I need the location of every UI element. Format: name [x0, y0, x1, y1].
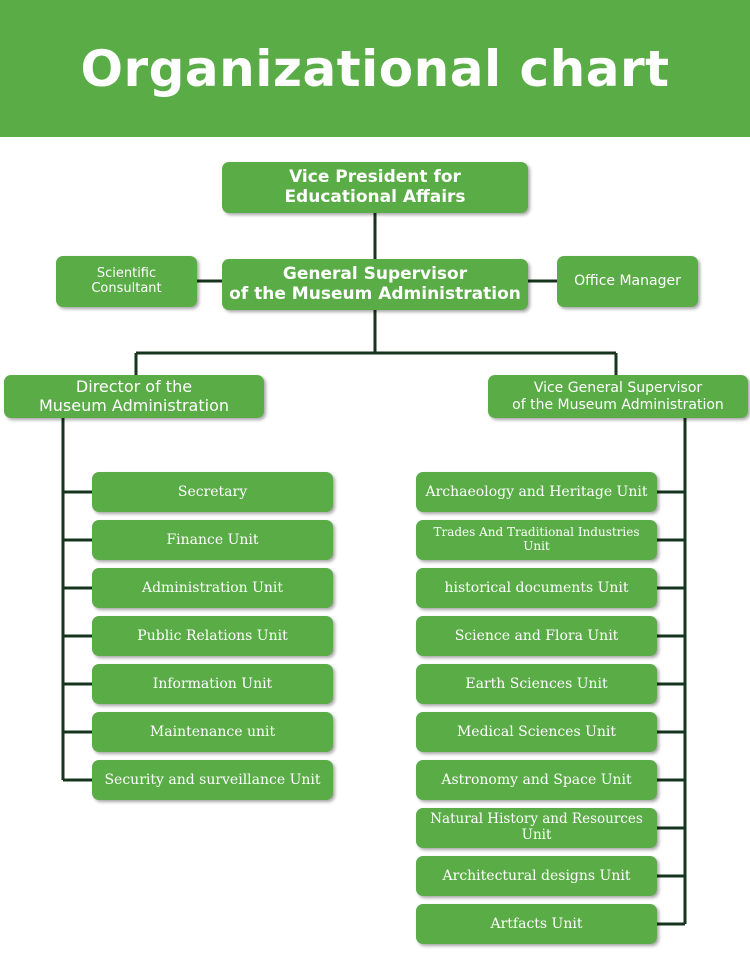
vice-unit-0: Archaeology and Heritage Unit	[416, 472, 657, 512]
header-banner: Organizational chart	[0, 0, 750, 137]
vice-unit-9: Artfacts Unit	[416, 904, 657, 944]
vice-unit-4: Earth Sciences Unit	[416, 664, 657, 704]
vice-unit-3: Science and Flora Unit	[416, 616, 657, 656]
vice-general-supervisor-box: Vice General Supervisor of the Museum Ad…	[488, 375, 748, 418]
vice-unit-7: Natural History and Resources Unit	[416, 808, 657, 848]
director-unit-3: Public Relations Unit	[92, 616, 333, 656]
director-unit-6: Security and surveillance Unit	[92, 760, 333, 800]
director-unit-1: Finance Unit	[92, 520, 333, 560]
vice-unit-6: Astronomy and Space Unit	[416, 760, 657, 800]
vice-unit-5: Medical Sciences Unit	[416, 712, 657, 752]
director-unit-2: Administration Unit	[92, 568, 333, 608]
chart-title: Organizational chart	[80, 39, 670, 98]
general-supervisor-box: General Supervisor of the Museum Adminis…	[222, 259, 528, 310]
director-box: Director of the Museum Administration	[4, 375, 264, 418]
vice-unit-1: Trades And Traditional Industries Unit	[416, 520, 657, 560]
director-unit-4: Information Unit	[92, 664, 333, 704]
director-unit-5: Maintenance unit	[92, 712, 333, 752]
office-manager-box: Office Manager	[557, 256, 698, 307]
vice-president-box: Vice President for Educational Affairs	[222, 162, 528, 213]
vice-unit-2: historical documents Unit	[416, 568, 657, 608]
vice-unit-8: Architectural designs Unit	[416, 856, 657, 896]
scientific-consultant-box: Scientific Consultant	[56, 256, 197, 307]
director-unit-0: Secretary	[92, 472, 333, 512]
